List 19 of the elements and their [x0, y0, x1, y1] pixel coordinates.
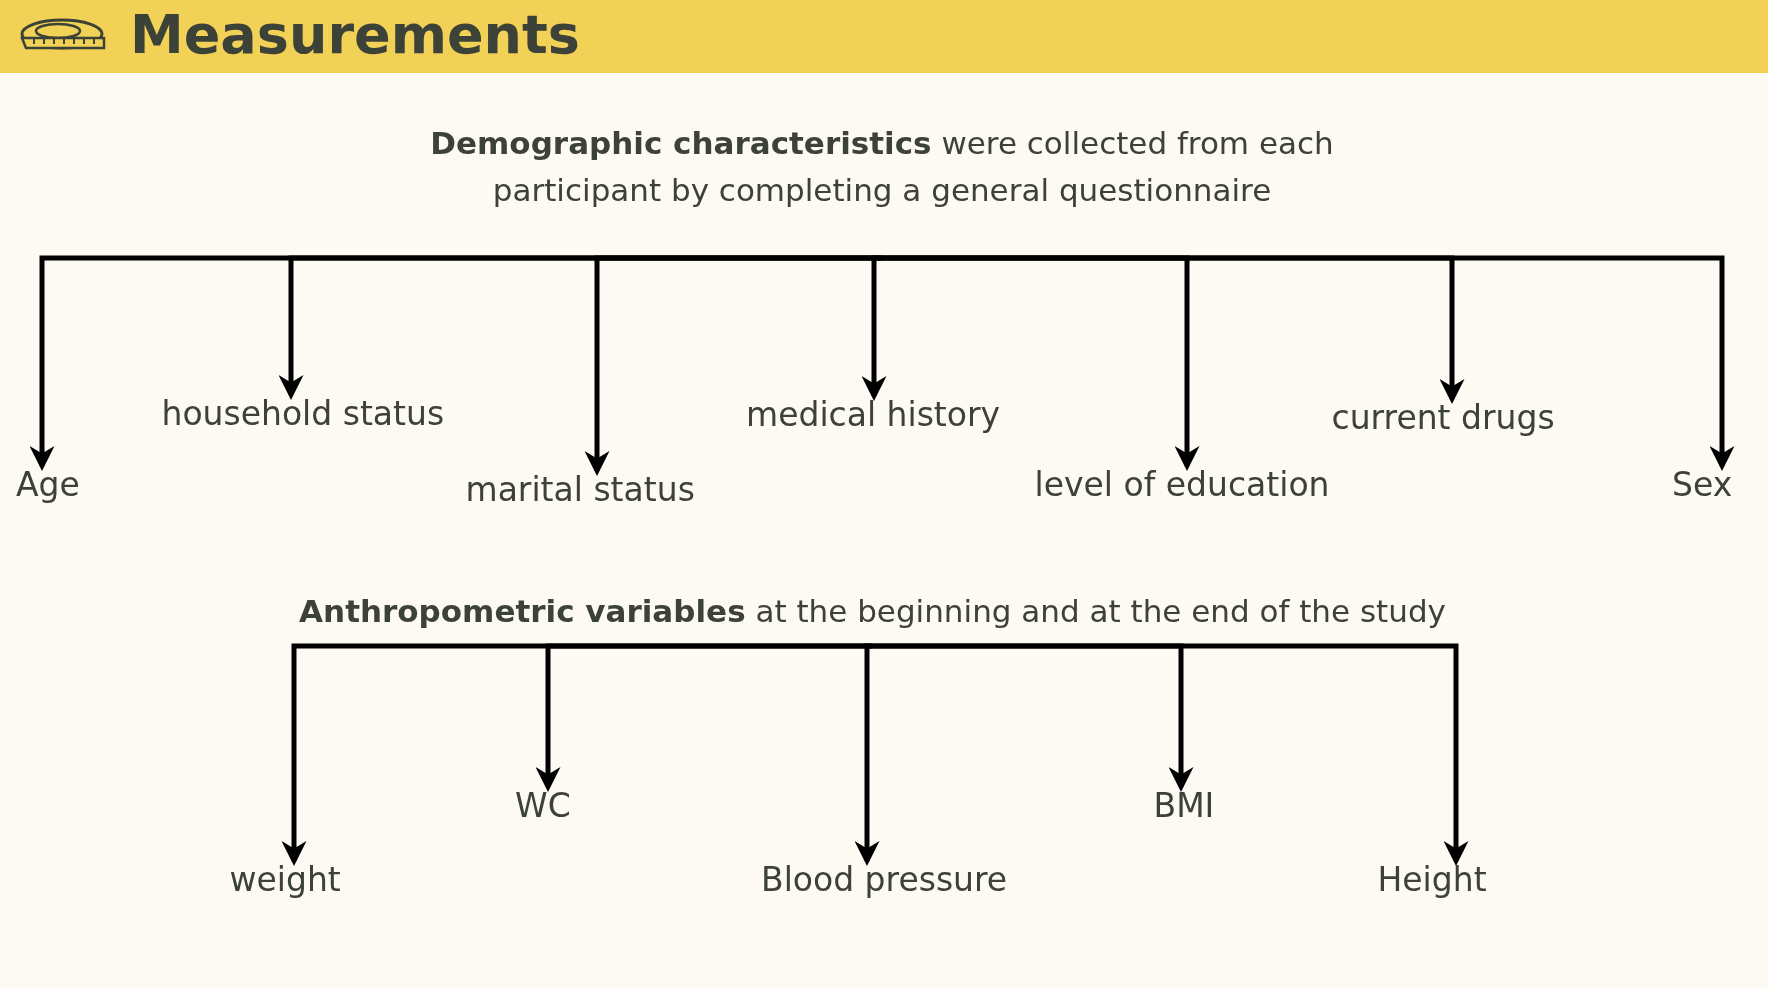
variable-label: Blood pressure [761, 861, 1008, 899]
variable-label: level of education [1034, 466, 1330, 504]
variable-label: weight [229, 861, 341, 899]
arrow [861, 255, 887, 401]
variable-label: WC [515, 787, 571, 825]
variable-label: Height [1377, 861, 1487, 899]
section-heading: Anthropometric variables at the beginning and at the end of the study [298, 592, 1447, 631]
page-title: Measurements [130, 2, 580, 68]
variable-label: household status [161, 395, 445, 433]
variable-label: BMI [1153, 787, 1215, 825]
variable-label: current drugs [1331, 399, 1555, 437]
arrow [882, 255, 1735, 471]
arrow [854, 643, 880, 866]
arrow [872, 643, 1469, 866]
variable-label: medical history [746, 396, 1001, 434]
section-heading: Demographic characteristics were collected from each participant by completing a general questionnaire [429, 124, 1335, 210]
variable-label: Age [16, 466, 80, 504]
variable-label: marital status [465, 471, 695, 509]
variable-label: Sex [1672, 466, 1733, 504]
